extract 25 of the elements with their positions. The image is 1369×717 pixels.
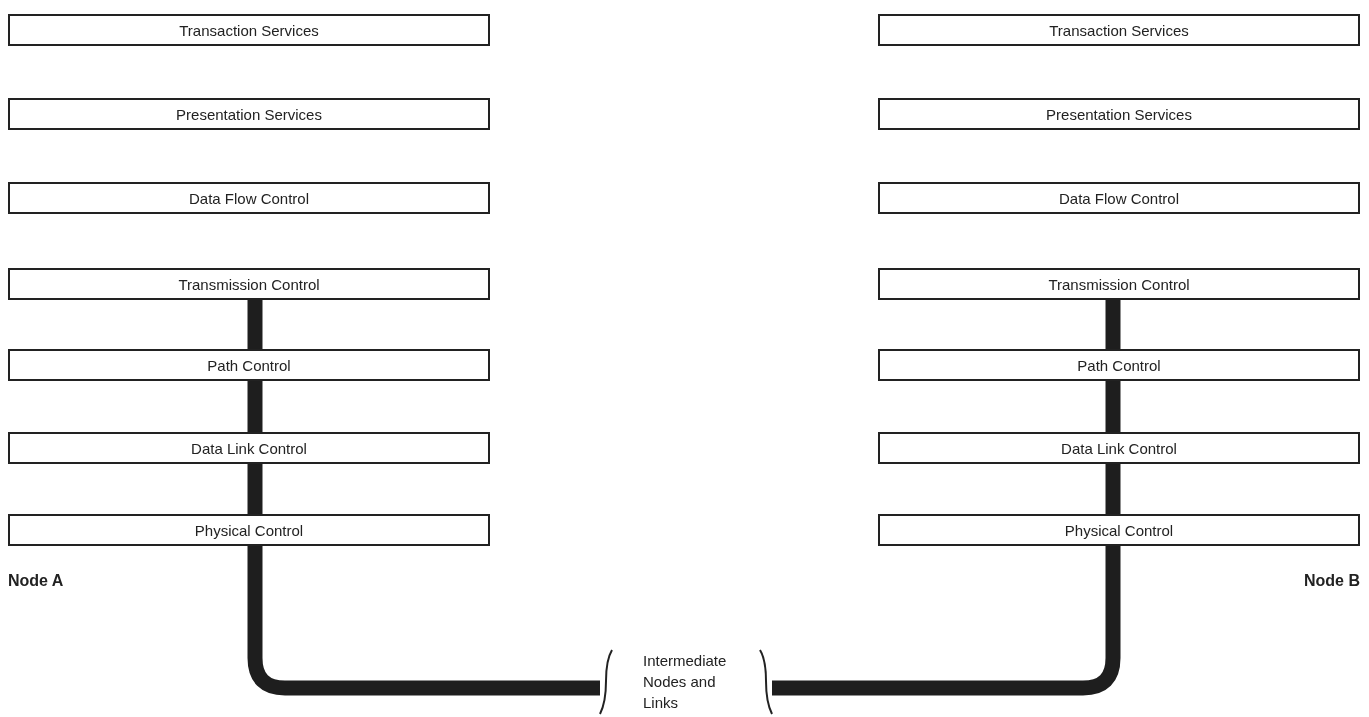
cable-connector bbox=[247, 381, 263, 432]
node-name: Node A bbox=[8, 572, 64, 590]
cable-connector bbox=[1105, 300, 1121, 349]
layer-box: Data Flow Control bbox=[878, 182, 1360, 214]
cable-connector bbox=[247, 464, 263, 514]
layer-box: Path Control bbox=[878, 349, 1360, 381]
cable-connector bbox=[1105, 381, 1121, 432]
layer-box: Transmission Control bbox=[878, 268, 1360, 300]
layer-box: Data Link Control bbox=[8, 432, 490, 464]
layer-box: Transaction Services bbox=[878, 14, 1360, 46]
node-label: Intermediate Nodes and Links bbox=[643, 650, 728, 713]
cable-connector bbox=[247, 300, 263, 349]
layer-box: Presentation Services bbox=[878, 98, 1360, 130]
layer-box: Physical Control bbox=[8, 514, 490, 546]
cable-connector bbox=[1105, 464, 1121, 514]
layer-box: Transmission Control bbox=[8, 268, 490, 300]
node-name: Node B bbox=[1304, 572, 1360, 590]
cable-connector bbox=[247, 546, 600, 696]
layer-box: Transaction Services bbox=[8, 14, 490, 46]
layer-box: Presentation Services bbox=[8, 98, 490, 130]
layer-box: Path Control bbox=[8, 349, 490, 381]
cable-connector bbox=[772, 546, 1121, 696]
layer-box: Data Link Control bbox=[878, 432, 1360, 464]
layer-box: Physical Control bbox=[878, 514, 1360, 546]
layer-box: Data Flow Control bbox=[8, 182, 490, 214]
